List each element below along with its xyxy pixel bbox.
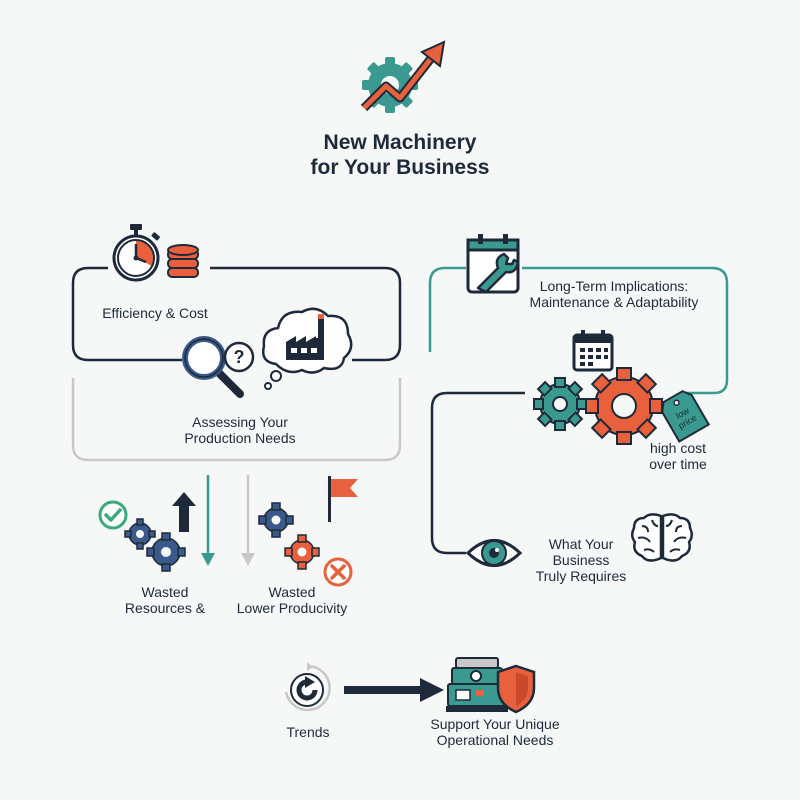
gears-teal-orange-icon [533, 367, 663, 445]
x-circle-icon [323, 557, 353, 587]
assessing-frame [71, 378, 402, 462]
efficiency-cost-label: Efficiency & Cost [102, 305, 208, 321]
question-mark: ? [234, 347, 245, 367]
coin-stack-icon [167, 244, 199, 278]
check-circle-icon [98, 500, 128, 530]
calendar-icon [572, 330, 614, 372]
stopwatch-icon [112, 224, 160, 282]
gears-blue-left-icon [124, 518, 186, 572]
truly-requires-label: What Your Business Truly Requires [535, 536, 627, 584]
question-bubble-icon: ? [223, 341, 255, 373]
title-line-2: for Your Business [310, 156, 490, 179]
wrench-calendar-icon [466, 234, 520, 294]
factory-thought-cloud-icon [262, 307, 353, 390]
up-arrow-icon [172, 492, 196, 532]
machine-shield-icon [446, 657, 536, 714]
wasted-resources-label: Wasted Resources & [124, 584, 206, 616]
efficiency-frame-left [71, 266, 182, 362]
growth-gear-logo-icon [360, 40, 446, 113]
assessing-needs-label: Assessing Your Production Needs [184, 414, 296, 446]
efficiency-frame [210, 266, 402, 362]
high-cost-label: high cost over time [649, 440, 707, 472]
requires-frame [430, 391, 525, 555]
page-title: New Machinery for Your Business [250, 130, 550, 180]
trends-refresh-icon [284, 662, 331, 712]
wasted-productivity-label: Wasted Lower Producivity [236, 584, 348, 616]
gears-mixed-icon [258, 502, 320, 570]
eye-icon [465, 539, 523, 567]
trends-label: Trends [286, 724, 330, 740]
price-tag-icon: low price [661, 390, 711, 443]
flag-icon [328, 476, 358, 522]
magnifying-glass-icon [182, 336, 244, 398]
longterm-frame-right [522, 266, 729, 395]
longterm-implications-label: Long-Term Implications: Maintenance & Ad… [529, 278, 699, 310]
title-line-1: New Machinery [323, 131, 477, 154]
brain-icon [631, 513, 693, 562]
support-needs-label: Support Your Unique Operational Needs [430, 716, 560, 748]
longterm-frame [428, 266, 466, 352]
